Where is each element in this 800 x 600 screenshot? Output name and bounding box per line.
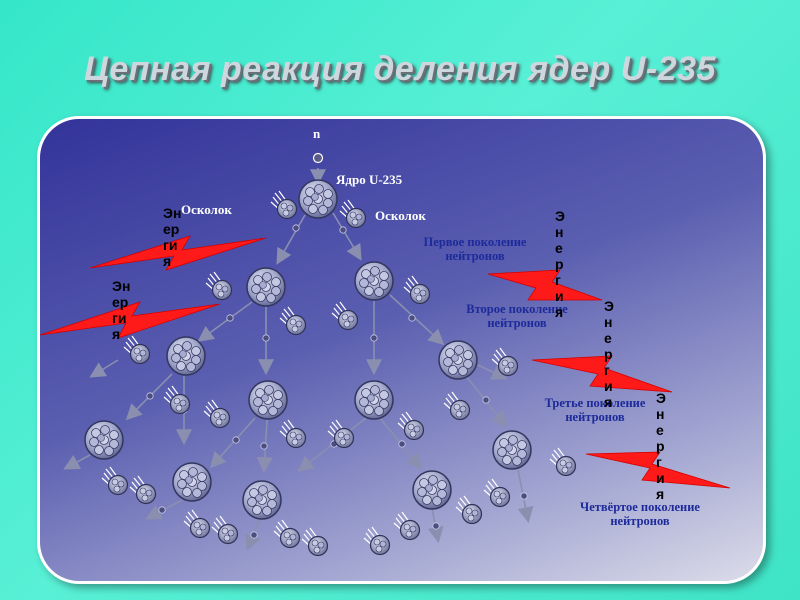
nucleus-gen3 — [242, 480, 282, 520]
neutron-dot — [292, 224, 300, 232]
path-arrow — [389, 294, 445, 346]
nucleus-gen2 — [248, 380, 288, 420]
path-arrow — [276, 214, 306, 265]
energy-label-left-top: Эн ер ги я — [163, 205, 182, 269]
fragment — [363, 526, 391, 556]
neutron-dot — [262, 334, 270, 342]
neutron-dot — [370, 334, 378, 342]
neutron-dot — [146, 392, 154, 400]
nucleus-gen3 — [412, 470, 452, 510]
nucleus-gen2 — [166, 336, 206, 376]
neutron-dot — [520, 492, 528, 500]
nucleus-u235 — [298, 179, 338, 219]
neutron-dot — [482, 396, 490, 404]
energy-bolt — [39, 301, 221, 339]
fragment — [443, 391, 471, 421]
generation-4-label: Четвёртое поколение нейтронов — [580, 500, 700, 528]
incoming-neutron-icon — [312, 152, 324, 164]
path-arrow — [477, 364, 508, 380]
nucleus-gen1-right — [354, 261, 394, 301]
generation-1-label: Первое поколение нейтронов — [423, 235, 527, 263]
nucleus-gen1-left — [246, 267, 286, 307]
nucleus-gen2 — [354, 380, 394, 420]
fragment — [211, 515, 239, 545]
fragment — [491, 347, 519, 377]
fragment — [279, 306, 307, 336]
path-arrow — [89, 359, 119, 378]
energy-label-left-bottom: Эн ер ги я — [112, 278, 131, 342]
neutron-dot — [398, 440, 406, 448]
fragment — [549, 447, 577, 477]
page-title: Цепная реакция деления ядер U-235 — [84, 50, 716, 88]
neutron-dot — [158, 506, 166, 514]
neutron-dot — [232, 436, 240, 444]
generation-2-label: Второе поколение нейтронов — [466, 302, 568, 330]
neutron-dot — [250, 531, 258, 539]
nucleus-gen3 — [492, 430, 532, 470]
fragment — [455, 495, 483, 525]
fragment — [129, 475, 157, 505]
fragment-label-right: Осколок — [375, 208, 426, 223]
nucleus-gen3 — [172, 462, 212, 502]
energy-bolt — [487, 269, 603, 301]
fragment — [273, 519, 301, 549]
neutron-dot — [432, 522, 440, 530]
fragment — [339, 199, 367, 229]
neutron-dot — [339, 226, 347, 234]
fragment — [270, 190, 298, 220]
energy-label-right-3: Э н е р г и я — [656, 390, 666, 502]
fragment — [403, 275, 431, 305]
fragment — [183, 509, 211, 539]
fragment-label-left: Осколок — [181, 202, 232, 217]
neutron-dot — [226, 314, 234, 322]
energy-bolt — [531, 355, 673, 393]
energy-label-right-1: Э н е р г и я — [555, 208, 565, 320]
energy-bolt — [585, 451, 731, 489]
path-arrow — [332, 212, 362, 261]
fragment — [331, 301, 359, 331]
nucleus-gen2 — [438, 340, 478, 380]
neutron-dot — [408, 314, 416, 322]
fragment — [279, 419, 307, 449]
energy-label-right-2: Э н е р г и я — [604, 298, 614, 410]
fragment — [101, 466, 129, 496]
fragment — [483, 478, 511, 508]
nucleus-gen3 — [84, 420, 124, 460]
nuclei — [84, 179, 532, 520]
neutron-label: n — [313, 126, 321, 141]
fragment — [301, 527, 329, 557]
energy-bolts — [39, 235, 731, 489]
generation-3-label: Третье поколение нейтронов — [544, 396, 646, 424]
fragment — [205, 271, 233, 301]
nucleus-label: Ядро U-235 — [336, 172, 403, 187]
fragment — [203, 399, 231, 429]
energy-bolt — [89, 235, 267, 271]
path-arrow — [197, 301, 253, 342]
neutron-dot — [260, 442, 268, 450]
fragment — [397, 411, 425, 441]
path-arrow — [63, 454, 91, 470]
fragment — [163, 385, 191, 415]
fragment — [393, 511, 421, 541]
